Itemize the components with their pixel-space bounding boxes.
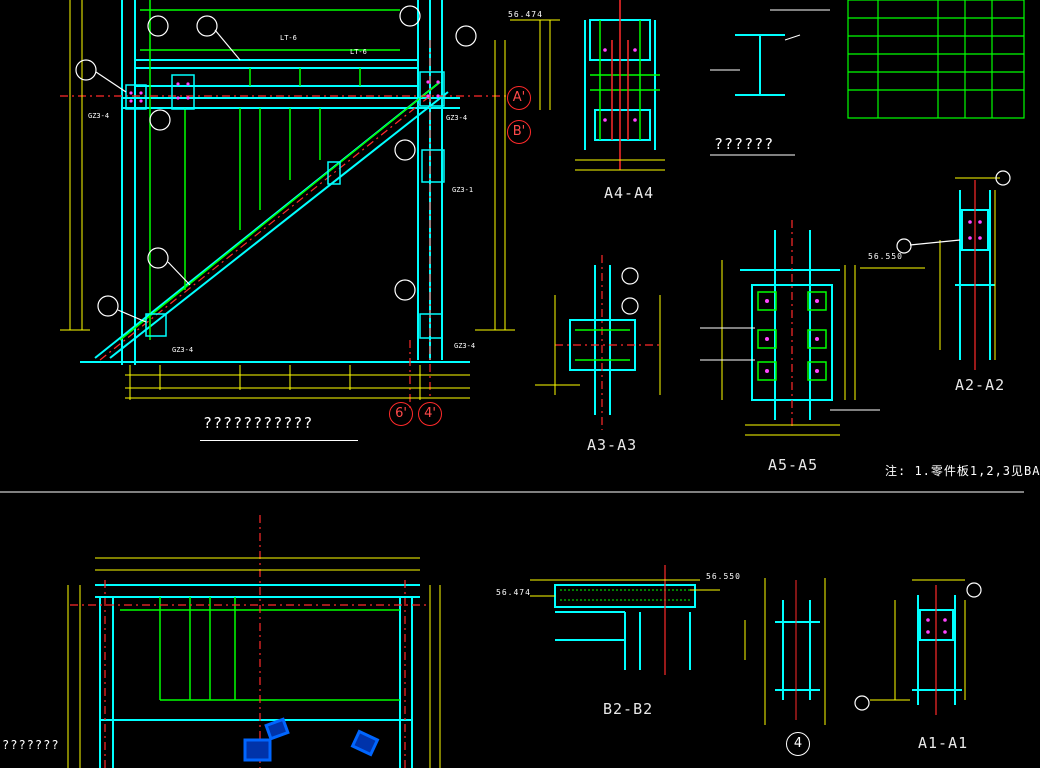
elevation-b2-right: 56.550 [706,572,741,581]
section-a1-detail [854,579,982,715]
section-label-b2: B2-B2 [603,700,654,718]
svg-text:GZ3-4: GZ3-4 [454,342,475,350]
svg-text:GZ3-4: GZ3-4 [446,114,467,122]
section-a4-detail [510,0,665,171]
svg-text:LT-6: LT-6 [350,48,367,56]
section-label-a3: A3-A3 [587,436,638,454]
section-label-a4: A4-A4 [604,184,655,202]
elevation-a2: 56.550 [868,252,903,261]
axis-bubble-4-prime: 4' [418,402,442,426]
section-label-a5: A5-A5 [768,456,819,474]
section-a3-detail [535,255,661,430]
bottom-left-title: ??????? [2,738,60,752]
axis-bubble-6-prime: 6' [389,402,413,426]
svg-text:GZ3-1: GZ3-1 [452,186,473,194]
material-table [847,0,1025,119]
svg-text:GZ3-4: GZ3-4 [88,112,109,120]
h-section-detail [710,9,830,156]
detail-4-column [744,578,826,725]
detail-title: ?????? [714,135,775,153]
bottom-frame-elevation [67,515,441,768]
section-a5-detail [700,220,880,436]
axis-bubble-b-prime: B' [507,120,531,144]
plan-title-underline [200,440,358,441]
svg-text:GZ3-4: GZ3-4 [172,346,193,354]
elevation-a4: 56.474 [508,10,543,19]
detail-4-bubble: 4 [786,732,810,756]
axis-bubble-a-prime: A' [507,86,531,110]
plan-title: ??????????? [203,414,314,432]
svg-text:LT-6: LT-6 [280,34,297,42]
elevation-b2-left: 56.474 [496,588,531,597]
general-note: 注: 1.零件板1,2,3见BA [885,464,1040,478]
section-b2-detail [530,565,720,675]
section-label-a1: A1-A1 [918,734,969,752]
section-label-a2: A2-A2 [955,376,1006,394]
section-a2-detail [860,170,1011,370]
